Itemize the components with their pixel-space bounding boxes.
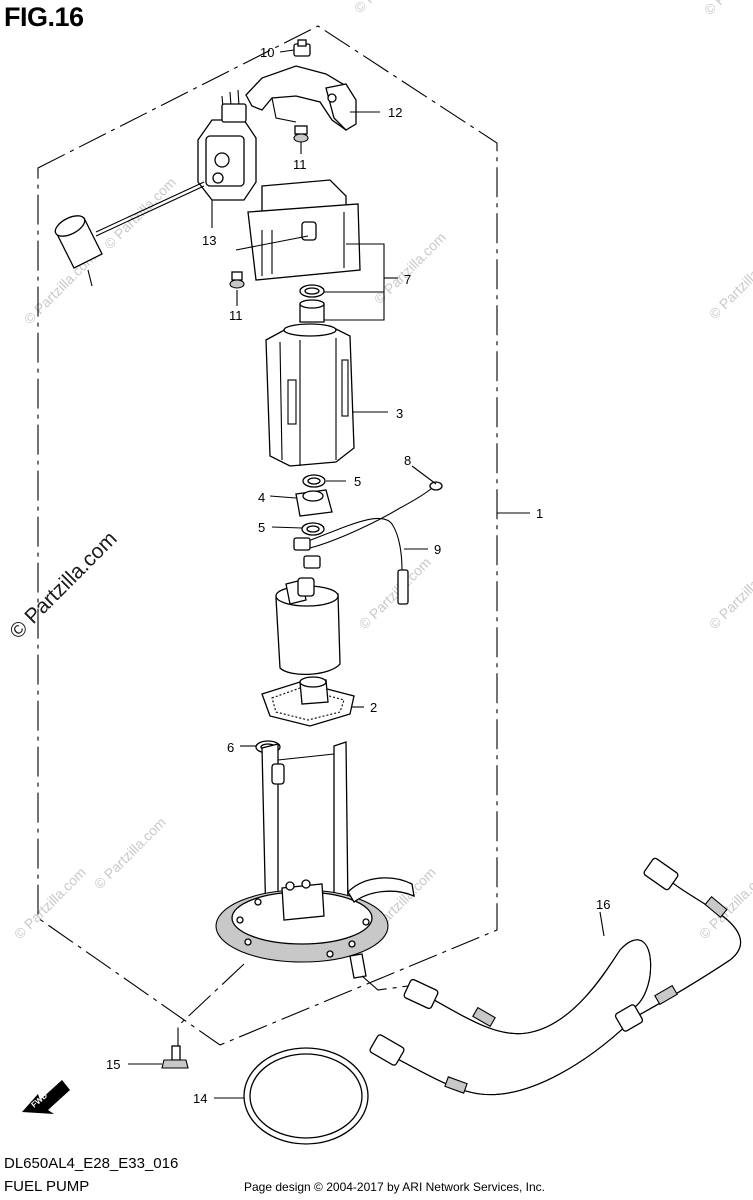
callout-14: 14	[193, 1091, 207, 1106]
callout-9: 9	[434, 542, 441, 557]
watermark-main: © Partzilla.com	[5, 527, 121, 643]
alignment-line	[177, 963, 245, 1046]
callout-3: 3	[396, 406, 403, 421]
callout-7: 7	[404, 272, 411, 287]
part-11-screw-top	[293, 125, 309, 143]
part-16-fuel-hose	[369, 857, 742, 1096]
callout-2: 2	[370, 700, 377, 715]
part-7-oring-inner	[304, 287, 320, 295]
callout-5: 5	[354, 474, 361, 489]
part-2-filter	[261, 676, 355, 727]
part-14-gasket	[243, 1047, 369, 1145]
watermark: © Partzilla.com	[706, 554, 753, 632]
part-8-lead-wire	[309, 481, 443, 549]
watermark: © Partzilla.com	[11, 864, 89, 942]
watermark: © Partzilla.com	[101, 174, 179, 252]
callout-11: 11	[293, 157, 307, 172]
section-name: FUEL PUMP	[4, 1178, 90, 1195]
watermark: © Partzilla.com	[91, 814, 169, 892]
callout-5: 5	[258, 520, 265, 535]
watermark: © Partzilla.com	[371, 229, 449, 307]
callout-13: 13	[202, 233, 216, 248]
callout-10: 10	[260, 45, 274, 60]
figure-title: FIG.16	[4, 2, 84, 32]
watermarks: © Partzilla.com © Partzilla.com © Partzi…	[11, 0, 753, 942]
watermark: © Partzilla.com	[356, 554, 434, 632]
pump-bracket	[261, 741, 349, 925]
part-9-lead-wire	[293, 517, 409, 605]
alignment-line-hose	[361, 975, 409, 991]
callout-12: 12	[388, 105, 402, 120]
callout-11: 11	[229, 308, 243, 323]
part-5-oring-lower-inner	[306, 525, 320, 533]
part-13-fuel-gauge	[54, 89, 257, 287]
part-10-clip	[293, 39, 311, 57]
watermark: © Partzilla.com	[701, 0, 753, 18]
fuel-pump-motor	[275, 577, 341, 676]
part-11-screw-side	[229, 271, 245, 289]
fwd-arrow-icon: FWD	[22, 1080, 70, 1114]
leader-lines	[128, 49, 605, 1099]
pump-flange-plate	[215, 877, 415, 979]
model-code: DL650AL4_E28_E33_016	[4, 1155, 179, 1172]
part-4-regulator	[295, 489, 333, 517]
callout-15: 15	[106, 1057, 120, 1072]
callouts: 10 12 11 13 7 11 3 8 5 4 1 5 9 2 6 16 15…	[106, 45, 610, 1106]
callout-6: 6	[227, 740, 234, 755]
part-12-bracket	[245, 65, 357, 131]
callout-8: 8	[404, 453, 411, 468]
float	[54, 215, 103, 287]
watermark: © Partzilla.com	[706, 244, 753, 322]
callout-4: 4	[258, 490, 265, 505]
callout-16: 16	[596, 897, 610, 912]
assembly-outline	[37, 25, 498, 1046]
part-5-oring-upper-inner	[307, 477, 321, 485]
callout-1: 1	[536, 506, 543, 521]
part-15-bolt	[161, 1045, 189, 1069]
part-3-filter-case	[265, 299, 355, 467]
watermark: © Partzilla.com	[351, 0, 429, 16]
part-7-regulator-housing	[235, 179, 361, 281]
page-credit: Page design © 2004-2017 by ARI Network S…	[244, 1180, 546, 1194]
